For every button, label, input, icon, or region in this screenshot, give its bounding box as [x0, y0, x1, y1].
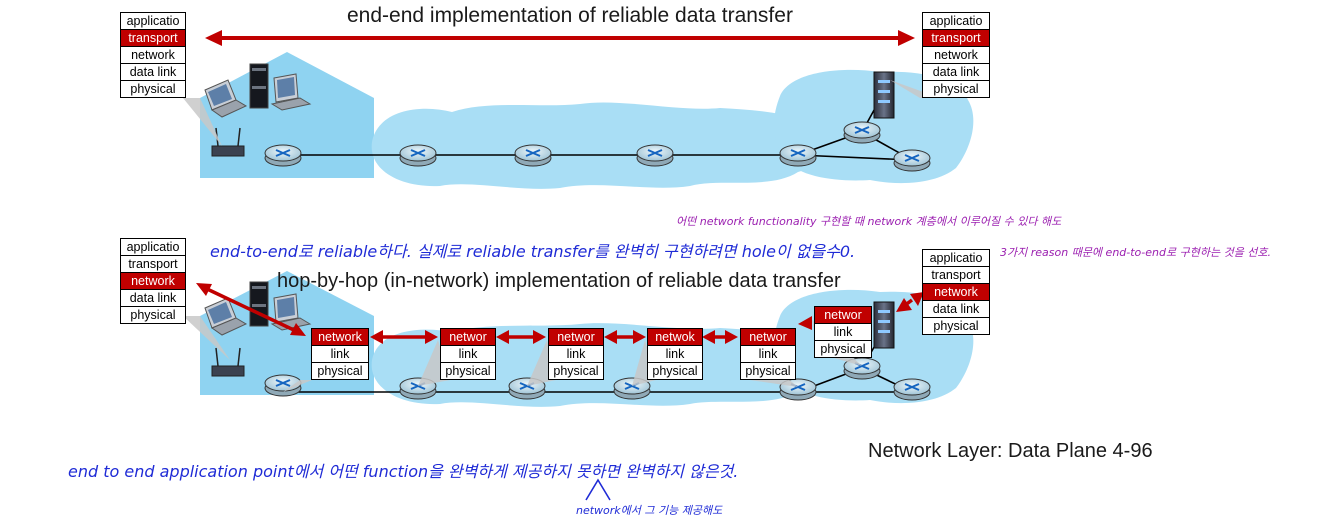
layer-transport: transport — [121, 256, 185, 273]
router-stack-4: netwok link physical — [647, 328, 703, 380]
bottom-caption: hop-by-hop (in-network) implementation o… — [277, 270, 841, 292]
stack-callout — [283, 380, 312, 392]
wireless-router-icon — [211, 347, 245, 377]
router-icon — [264, 144, 302, 167]
router-icon — [893, 378, 931, 401]
layer-network: network — [312, 329, 368, 346]
top-caption: end-end implementation of reliable data … — [347, 4, 793, 27]
layer-network: networ — [815, 307, 871, 324]
layer-data-link: data link — [121, 290, 185, 307]
layer-physical: physical — [130, 308, 176, 322]
handwritten-note-5: network에서 그 기능 제공해도 — [576, 504, 723, 517]
layer-transport: transport — [923, 30, 989, 47]
desktop-tower-icon — [249, 63, 269, 109]
layer-link: link — [312, 346, 368, 363]
layer-link: link — [815, 324, 871, 341]
laptop-icon — [270, 73, 312, 111]
layer-network: network — [121, 47, 185, 64]
isp-cloud — [371, 102, 821, 189]
arrow-head-left — [205, 30, 222, 46]
router-stack-6: networ link physical — [814, 306, 872, 358]
top-right-protocol-stack: applicatio transport network data link p… — [922, 12, 990, 98]
router-stack-2: networ link physical — [440, 328, 496, 380]
layer-physical: physical — [933, 82, 979, 96]
server-icon — [873, 71, 895, 119]
link-line — [797, 154, 913, 161]
layer-physical: physical — [745, 364, 791, 378]
footer-slide-number: Network Layer: Data Plane 4-96 — [868, 440, 1153, 462]
server-icon — [873, 301, 895, 349]
arrow-head — [702, 330, 715, 344]
desktop-tower-icon — [249, 281, 269, 327]
router-icon — [779, 144, 817, 167]
arrow-head — [725, 330, 738, 344]
layer-application: applicatio — [121, 13, 185, 30]
router-stack-1: network link physical — [311, 328, 369, 380]
handwritten-note-4: end to end application point에서 어떤 functi… — [68, 462, 739, 481]
arrow-head — [533, 330, 546, 344]
arrow-head — [910, 292, 924, 306]
layer-physical: physical — [553, 364, 599, 378]
router-icon — [399, 144, 437, 167]
layer-application: applicatio — [923, 13, 989, 30]
layer-data-link: data link — [121, 64, 185, 81]
insertion-caret — [585, 478, 611, 501]
laptop-icon — [204, 79, 248, 118]
layer-physical: physical — [933, 319, 979, 333]
layer-network: networ — [549, 329, 603, 346]
layer-transport: transport — [923, 267, 989, 284]
layer-physical: physical — [445, 364, 491, 378]
layer-physical: physical — [130, 82, 176, 96]
layer-link: link — [441, 346, 495, 363]
router-stack-5: networ link physical — [740, 328, 796, 380]
bottom-right-protocol-stack: applicatio transport network data link p… — [922, 249, 990, 335]
arrow-head — [425, 330, 438, 344]
layer-physical: physical — [820, 342, 866, 356]
handwritten-note-2: end-to-end로 reliable하다. 실제로 reliable tra… — [210, 242, 856, 261]
arrow-head — [496, 330, 509, 344]
handwritten-note-3: 3가지 reason 때문에 end-to-end로 구현하는 것을 선호. — [1000, 246, 1272, 259]
laptop-icon — [270, 293, 312, 331]
layer-link: link — [549, 346, 603, 363]
arrow-head — [896, 298, 912, 312]
layer-network: network — [121, 273, 185, 290]
layer-network: netwok — [648, 329, 702, 346]
layer-application: applicatio — [121, 239, 185, 256]
layer-network: network — [923, 284, 989, 301]
router-icon — [843, 121, 881, 144]
router-icon — [514, 144, 552, 167]
layer-physical: physical — [317, 364, 363, 378]
layer-network: networ — [741, 329, 795, 346]
router-icon — [893, 149, 931, 172]
layer-network: networ — [441, 329, 495, 346]
hop-arrow — [204, 286, 299, 334]
arrow-head — [196, 283, 212, 296]
arrow-head — [370, 330, 383, 344]
layer-data-link: data link — [923, 64, 989, 81]
arrow-head — [798, 316, 812, 330]
layer-link: link — [648, 346, 702, 363]
laptop-icon — [204, 297, 248, 336]
layer-network: network — [923, 47, 989, 64]
layer-data-link: data link — [923, 301, 989, 318]
layer-physical: physical — [652, 364, 698, 378]
layer-transport: transport — [121, 30, 185, 47]
arrow-head — [604, 330, 617, 344]
arrow-head-right — [898, 30, 915, 46]
arrow-head — [633, 330, 646, 344]
stack-callout — [183, 98, 222, 146]
top-scene — [183, 30, 974, 189]
router-icon — [636, 144, 674, 167]
bottom-left-protocol-stack: applicatio transport network data link p… — [120, 238, 186, 324]
arrow-head — [290, 323, 306, 336]
layer-application: applicatio — [923, 250, 989, 267]
top-left-protocol-stack: applicatio transport network data link p… — [120, 12, 186, 98]
stack-callout — [183, 316, 230, 360]
router-stack-3: networ link physical — [548, 328, 604, 380]
layer-link: link — [741, 346, 795, 363]
handwritten-note-1: 어떤 network functionality 구현할 때 network 계… — [676, 215, 1062, 228]
